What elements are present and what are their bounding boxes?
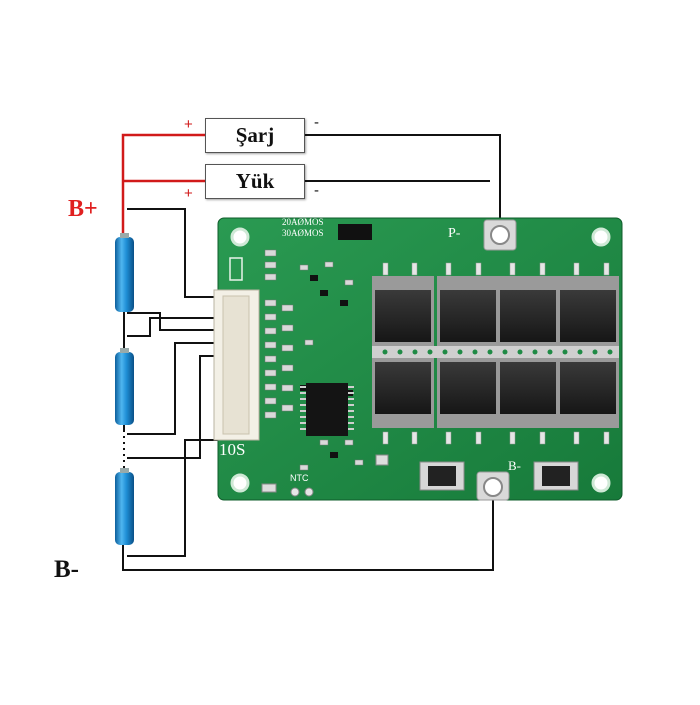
load-label: Yük xyxy=(235,169,275,193)
b-plus-label: B+ xyxy=(68,196,98,222)
balance-connector xyxy=(213,289,260,441)
b-minus-silkscreen: B- xyxy=(508,458,521,473)
battery-cell-1 xyxy=(115,233,134,312)
load-plus-sign: + xyxy=(184,185,193,202)
b-minus-label: B- xyxy=(54,556,79,583)
charge-minus-sign: - xyxy=(314,114,319,131)
cell-count-silkscreen: 10S xyxy=(219,440,246,459)
p-minus-terminal xyxy=(483,219,517,251)
top-ic xyxy=(338,224,372,240)
battery-cell-3 xyxy=(115,468,134,545)
charge-label: Şarj xyxy=(235,123,275,147)
charge-box: Şarj xyxy=(205,118,305,153)
mos-rating-1: 20AØMOS xyxy=(282,217,324,227)
gate-resistors xyxy=(382,262,610,445)
positive-wires xyxy=(121,133,205,237)
protection-ic xyxy=(300,383,354,436)
p-minus-silkscreen: P- xyxy=(448,226,461,241)
charge-plus-sign: + xyxy=(184,116,193,133)
mosfet-row-bottom xyxy=(372,358,619,428)
ntc-pads xyxy=(290,487,314,497)
bottom-components xyxy=(261,454,579,493)
battery-cell-2 xyxy=(115,348,134,425)
load-minus-sign: - xyxy=(314,182,319,199)
load-box: Yük xyxy=(205,164,305,199)
ntc-silkscreen: NTC xyxy=(290,473,309,483)
negative-wires xyxy=(122,134,501,571)
smd-resistor-column xyxy=(264,249,364,471)
mos-rating-2: 30AØMOS xyxy=(282,228,324,238)
b-minus-terminal xyxy=(476,471,510,501)
mounting-holes xyxy=(230,227,611,493)
mosfet-row-top xyxy=(372,276,619,346)
silkscreen-mark xyxy=(229,257,243,281)
via-strip xyxy=(372,346,619,358)
bms-pcb xyxy=(213,217,623,501)
